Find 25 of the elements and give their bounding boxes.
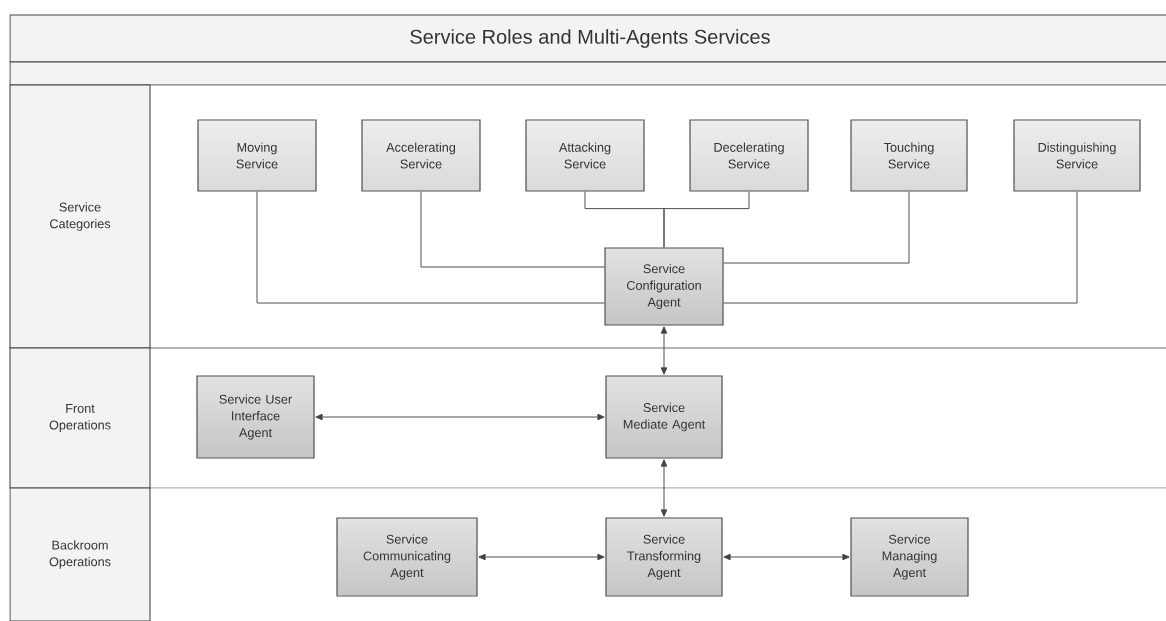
service-box: Distinguishing Service (1013, 119, 1141, 192)
lane-header: Service Categories (9, 84, 151, 349)
connector (723, 191, 910, 264)
connector (420, 191, 605, 268)
agent-box: Service Managing Agent (850, 517, 969, 597)
service-box: Accelerating Service (361, 119, 481, 192)
arrow (660, 326, 668, 375)
agent-box: Service Transforming Agent (605, 517, 723, 597)
lane-header: Backroom Operations (9, 487, 151, 621)
service-box: Touching Service (850, 119, 968, 192)
connector (723, 191, 1078, 304)
arrow (660, 459, 668, 517)
lane-header: Front Operations (9, 347, 151, 489)
agent-box: Service Mediate Agent (605, 375, 723, 459)
connector (256, 191, 605, 304)
agent-box: Service Configuration Agent (604, 247, 724, 326)
service-box: Attacking Service (525, 119, 645, 192)
agent-box: Service Communicating Agent (336, 517, 478, 597)
service-box: Moving Service (197, 119, 317, 192)
service-box: Decelerating Service (689, 119, 809, 192)
connector (663, 191, 750, 248)
arrow (723, 553, 850, 561)
arrow (478, 553, 605, 561)
agent-box: Service User Interface Agent (196, 375, 315, 459)
arrow (315, 413, 605, 421)
